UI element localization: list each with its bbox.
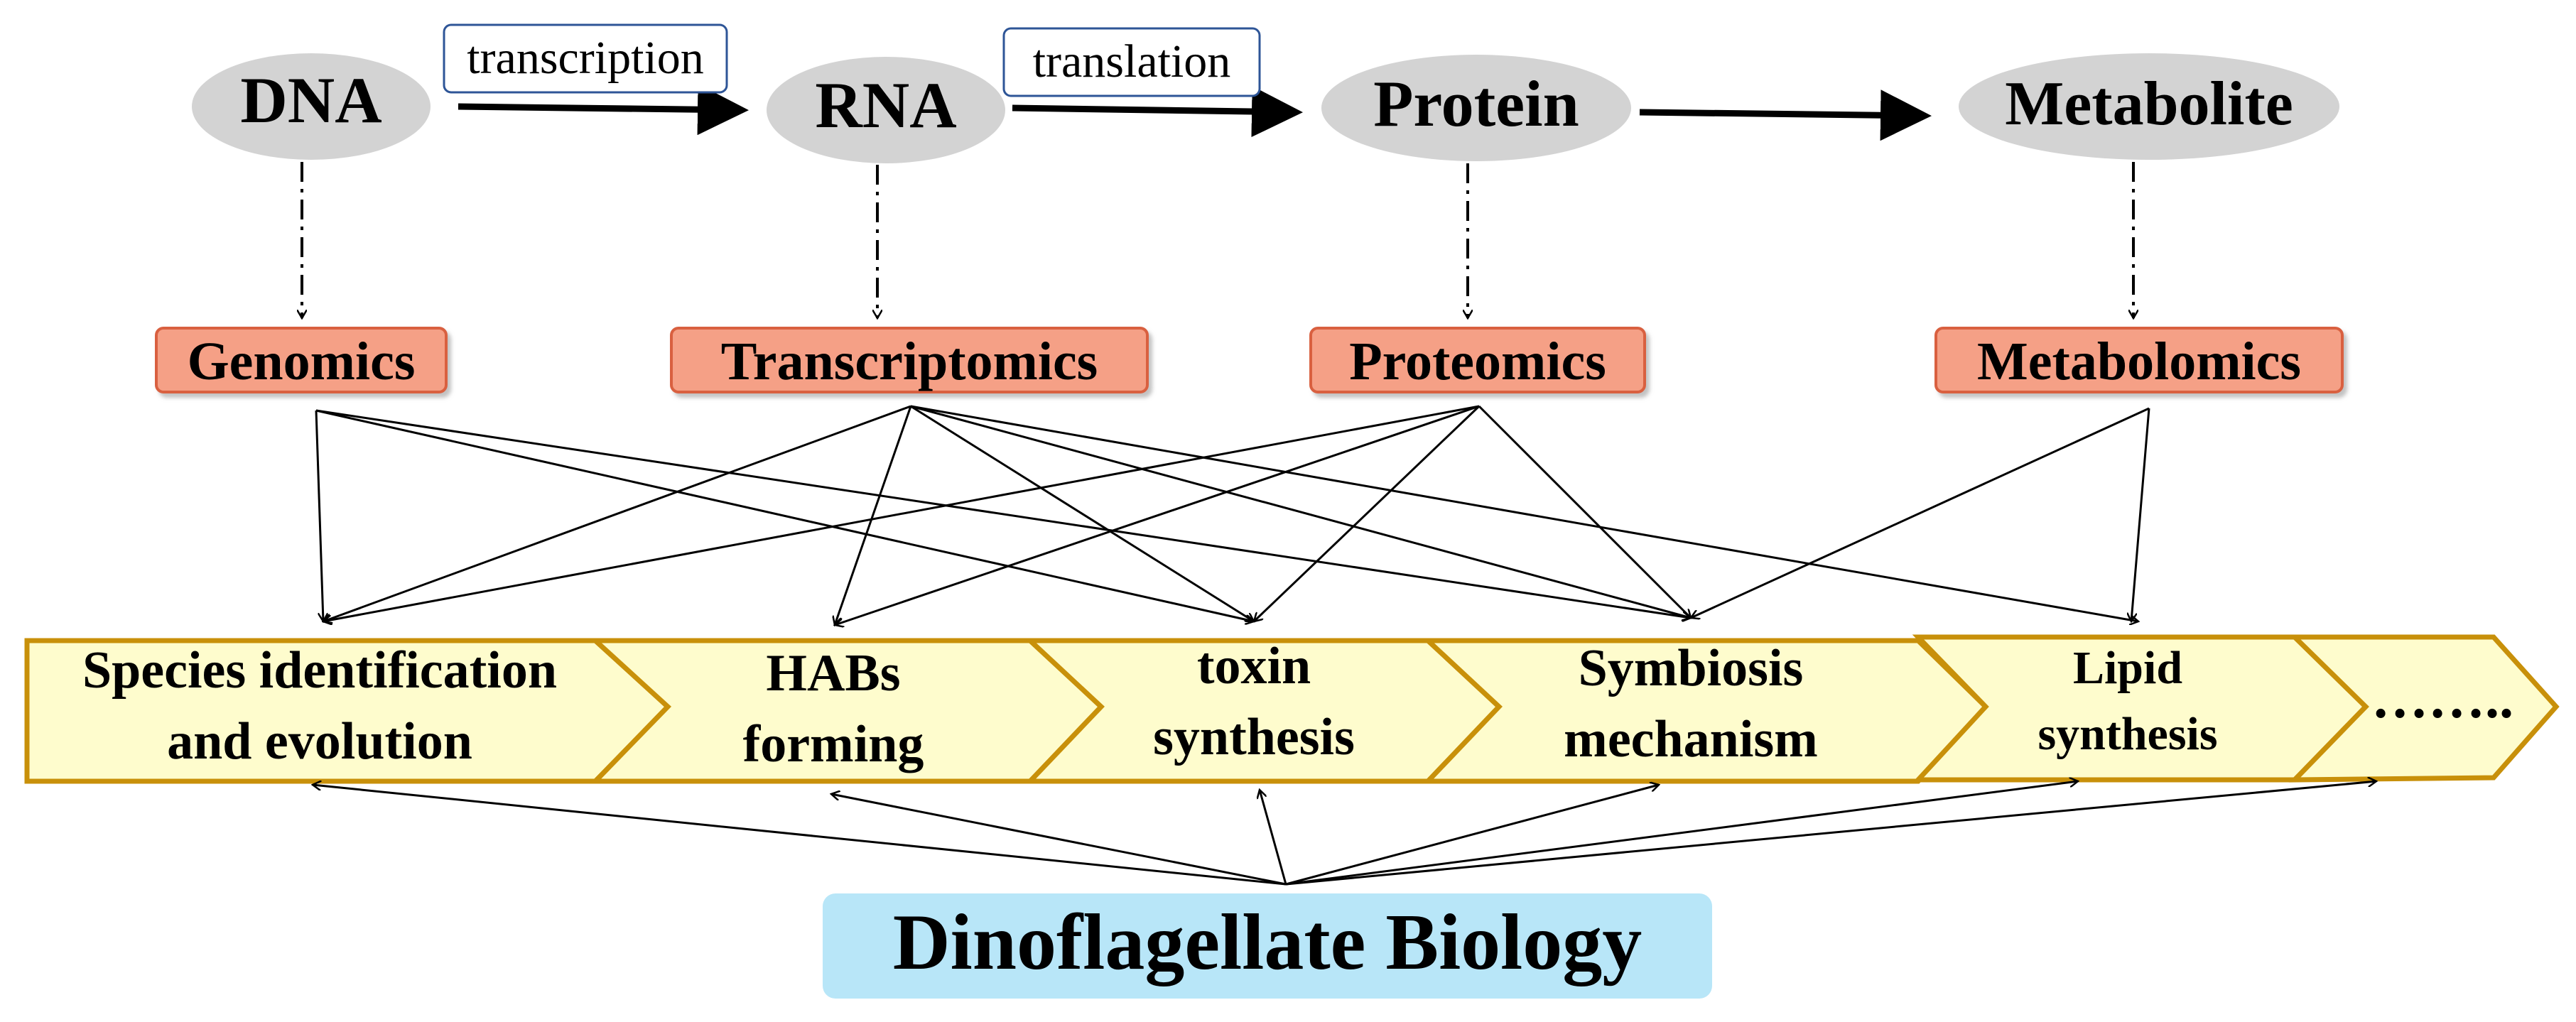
footer-title-box [823, 893, 1712, 999]
rna-ellipse [767, 57, 1005, 163]
transcription-label: transcription [467, 32, 704, 84]
flow-node-dna: DNA [192, 53, 431, 160]
transcriptomics-box [670, 327, 1149, 393]
proteomics-label: Proteomics [1349, 332, 1606, 391]
proteomics-to-species-link [323, 405, 1480, 621]
topic-symbiosis-line2: mechanism [1564, 710, 1818, 768]
metabolite-label: Metabolite [2005, 70, 2293, 138]
node-omics-connectors [302, 162, 2133, 318]
topic-habs-line2: forming [743, 715, 924, 773]
translation-label-box: translation [1002, 27, 1261, 97]
protein-ellipse [1321, 55, 1631, 161]
translation-box [1002, 27, 1261, 97]
biology-to-habs-link [831, 794, 1287, 886]
transcriptomics-to-toxin-link [910, 405, 1254, 621]
metabolomics-to-symbiosis-link [1691, 407, 2150, 618]
biology-to-more-link [1285, 781, 2376, 886]
topic-chevron-more [2288, 634, 2560, 783]
proteomics-to-habs-link [835, 405, 1480, 625]
dna-ellipse [192, 53, 431, 160]
footer-title-group: Dinoflagellate Biology [823, 893, 1712, 999]
omics-proteomics: Proteomics [1309, 327, 1646, 393]
transcriptomics-to-species-link [323, 405, 911, 621]
genomics-label: Genomics [188, 332, 416, 391]
omics-topic-links [315, 405, 2150, 625]
transcriptomics-to-symbiosis-link [910, 405, 1691, 618]
proteomics-to-symbiosis-link [1478, 405, 1691, 618]
topic-toxin-line2: synthesis [1153, 708, 1355, 766]
topic-lipid-line2: synthesis [2037, 708, 2217, 760]
metabolite-ellipse [1959, 53, 2339, 160]
flow-node-rna: RNA [767, 57, 1005, 163]
proteomics-to-toxin-link [1254, 405, 1481, 621]
topic-species-line1: Species identification [82, 641, 557, 700]
transcription-box [443, 23, 728, 94]
arrow-rna-protein [1012, 86, 1303, 138]
omics-metabolomics: Metabolomics [1934, 327, 2344, 393]
protein-label: Protein [1373, 67, 1579, 140]
transcriptomics-to-habs-link [835, 406, 912, 625]
topic-toxin-line1: toxin [1197, 637, 1311, 695]
biology-to-toxin-link [1260, 790, 1287, 885]
transcription-label-box: transcription [443, 23, 728, 94]
biology-to-symbiosis-link [1285, 785, 1659, 886]
topic-habs-line1: HABs [766, 644, 900, 702]
transcriptomics-label: Transcriptomics [721, 332, 1098, 391]
translation-label: translation [1033, 36, 1231, 87]
topic-species-line2: and evolution [167, 712, 472, 771]
dna-label: DNA [240, 64, 381, 136]
footer-title: Dinoflagellate Biology [893, 898, 1643, 986]
genomics-box [155, 327, 448, 393]
genomics-to-toxin-link [315, 409, 1254, 621]
omics-genomics: Genomics [155, 327, 448, 393]
metabolomics-to-lipid-link [2131, 408, 2150, 621]
rna-label: RNA [815, 69, 956, 141]
flow-node-metabolite: Metabolite [1959, 53, 2339, 160]
biology-to-species-link [313, 785, 1287, 886]
genomics-to-symbiosis-link [315, 409, 1691, 618]
omics-transcriptomics: Transcriptomics [670, 327, 1149, 393]
topic-symbiosis-line1: Symbiosis [1579, 639, 1804, 697]
flow-node-protein: Protein [1321, 55, 1631, 161]
arrow-dna-rna [458, 84, 749, 136]
arrow-protein-metabolite [1639, 89, 1932, 141]
transcriptomics-to-lipid-link [910, 405, 2138, 621]
topic-more-label: …….. [2371, 668, 2513, 730]
biology-to-lipid-link [1285, 781, 2078, 886]
topic-chevron-bar [24, 634, 2560, 784]
genomics-to-species-link [315, 410, 323, 621]
metabolomics-box [1934, 327, 2344, 393]
topic-lipid-line1: Lipid [2073, 642, 2182, 694]
metabolomics-label: Metabolomics [1977, 332, 2301, 391]
proteomics-box [1309, 327, 1646, 393]
biology-topic-links [313, 781, 2376, 886]
topic-labels: Species identification and evolution HAB… [82, 637, 2513, 773]
